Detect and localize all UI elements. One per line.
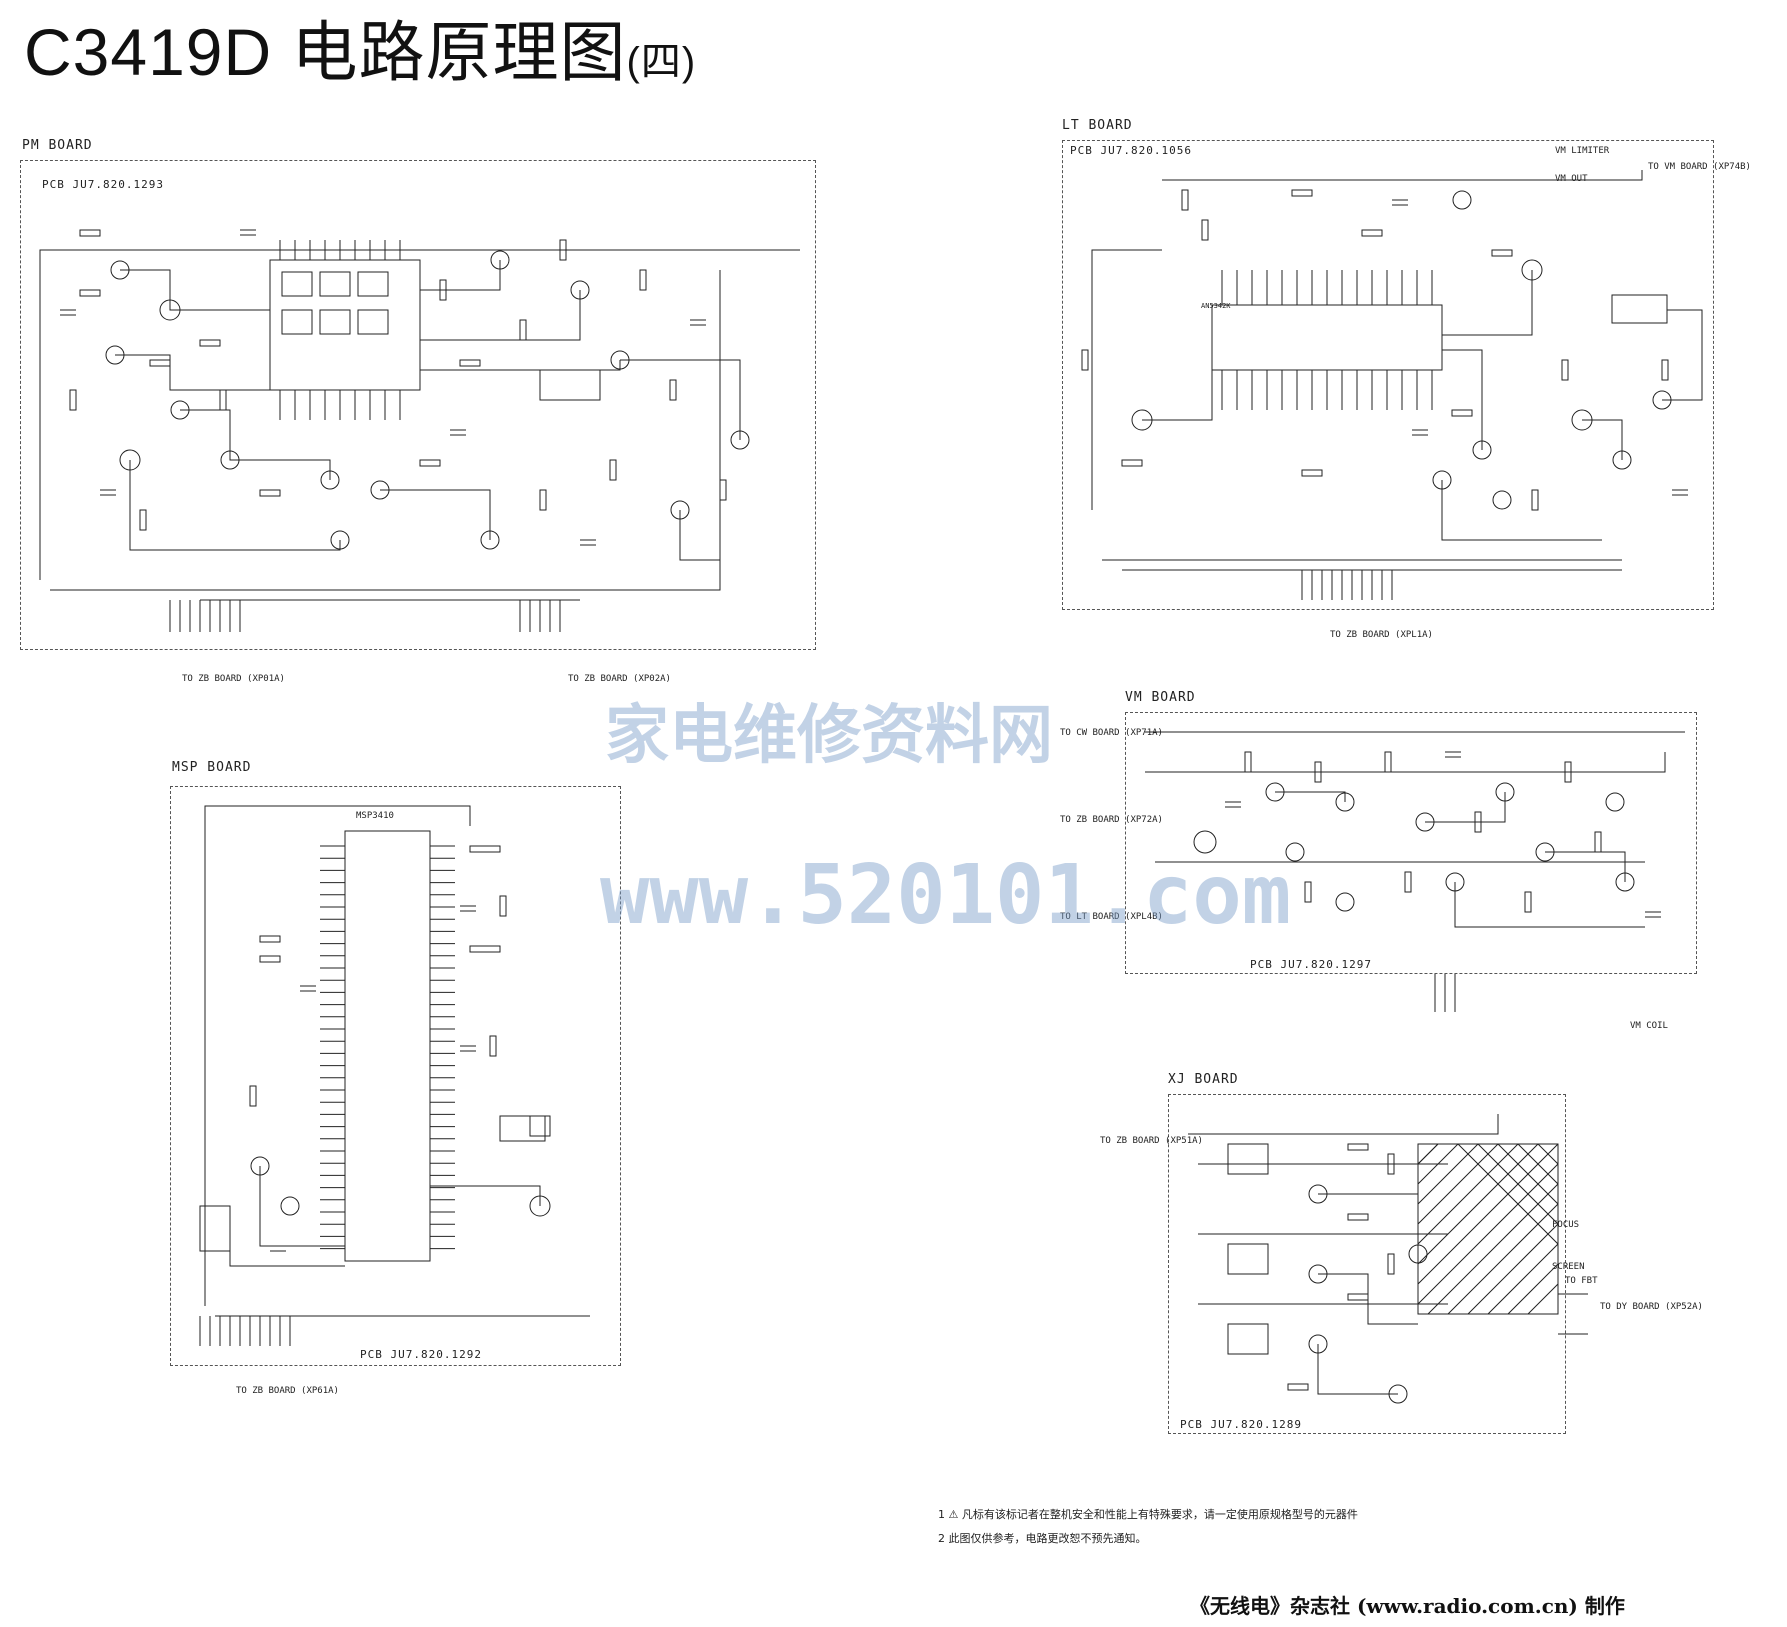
lt-connector-label: TO ZB BOARD (XPL1A)	[1330, 630, 1433, 640]
note-2: 2 此图仅供参考，电路更改恕不预先通知。	[938, 1532, 1147, 1545]
watermark-url: www.520101.com	[600, 848, 1292, 943]
pm-connector-right-label: TO ZB BOARD (XP02A)	[568, 674, 671, 684]
msp-board-frame	[170, 786, 621, 1366]
pm-board-pcb: PCB JU7.820.1293	[42, 178, 164, 191]
xj-board-frame	[1168, 1094, 1566, 1434]
pm-connector-left-label: TO ZB BOARD (XP01A)	[182, 674, 285, 684]
xj-to-dy-label: TO DY BOARD (XP52A)	[1600, 1302, 1703, 1312]
xj-screen-label: SCREEN	[1552, 1262, 1585, 1272]
page-title: C3419D 电路原理图(四)	[24, 12, 696, 102]
title-suffix: (四)	[626, 40, 697, 84]
pm-ic-block	[269, 259, 421, 391]
vm-to-zb-label: TO ZB BOARD (XP72A)	[1060, 815, 1163, 825]
xj-to-fbt-label: TO FBT	[1565, 1276, 1598, 1286]
xj-board-schematic	[1188, 1114, 1588, 1404]
pm-board-label: PM BOARD	[22, 138, 93, 153]
vm-board-schematic	[1145, 731, 1685, 1012]
msp-board-pcb: PCB JU7.820.1292	[360, 1348, 482, 1361]
pm-board-schematic	[39, 229, 800, 632]
msp-board-label: MSP BOARD	[172, 760, 252, 775]
note-1: 1 ⚠ 凡标有该标记者在整机安全和性能上有特殊要求，请一定使用原规格型号的元器件	[938, 1508, 1358, 1521]
pm-board-frame	[20, 160, 816, 650]
vm-coil-label: VM COIL	[1630, 1021, 1668, 1031]
lt-vm-out-label: VM OUT	[1555, 174, 1588, 184]
lt-board-frame	[1062, 140, 1714, 610]
vm-board-frame	[1125, 712, 1697, 974]
msp-ic-label: MSP3410	[356, 811, 394, 821]
vm-to-lt-label: TO LT BOARD (XPL4B)	[1060, 912, 1163, 922]
publisher-footer: 《无线电》杂志社 (www.radio.com.cn) 制作	[1190, 1594, 1625, 1618]
vm-board-label: VM BOARD	[1125, 690, 1196, 705]
lt-board-label: LT BOARD	[1062, 118, 1133, 133]
lt-board-schematic	[1081, 170, 1703, 600]
msp-connector-label: TO ZB BOARD (XP61A)	[236, 1386, 339, 1396]
msp-ic-block	[344, 830, 431, 1262]
xj-board-label: XJ BOARD	[1168, 1072, 1239, 1087]
lt-ic-label: AN5342K	[1201, 302, 1231, 310]
lt-to-vm-label: TO VM BOARD (XP74B)	[1648, 162, 1751, 172]
xj-board-pcb: PCB JU7.820.1289	[1180, 1418, 1302, 1431]
vm-to-cw-label: TO CW BOARD (XP71A)	[1060, 728, 1163, 738]
lt-regulator-block	[1611, 294, 1668, 324]
lt-ic-block	[1211, 304, 1443, 371]
xj-crt-socket	[1417, 1143, 1559, 1315]
lt-board-pcb: PCB JU7.820.1056	[1070, 144, 1192, 157]
lt-vm-limiter-label: VM LIMITER	[1555, 146, 1610, 156]
watermark-cn: 家电维修资料网	[605, 699, 1053, 773]
vm-board-pcb: PCB JU7.820.1297	[1250, 958, 1372, 971]
msp-board-schematic	[199, 805, 590, 1346]
title-main: C3419D 电路原理图	[24, 15, 627, 89]
xj-to-zb-label: TO ZB BOARD (XP51A)	[1100, 1136, 1203, 1146]
xj-focus-label: FOCUS	[1552, 1220, 1580, 1230]
